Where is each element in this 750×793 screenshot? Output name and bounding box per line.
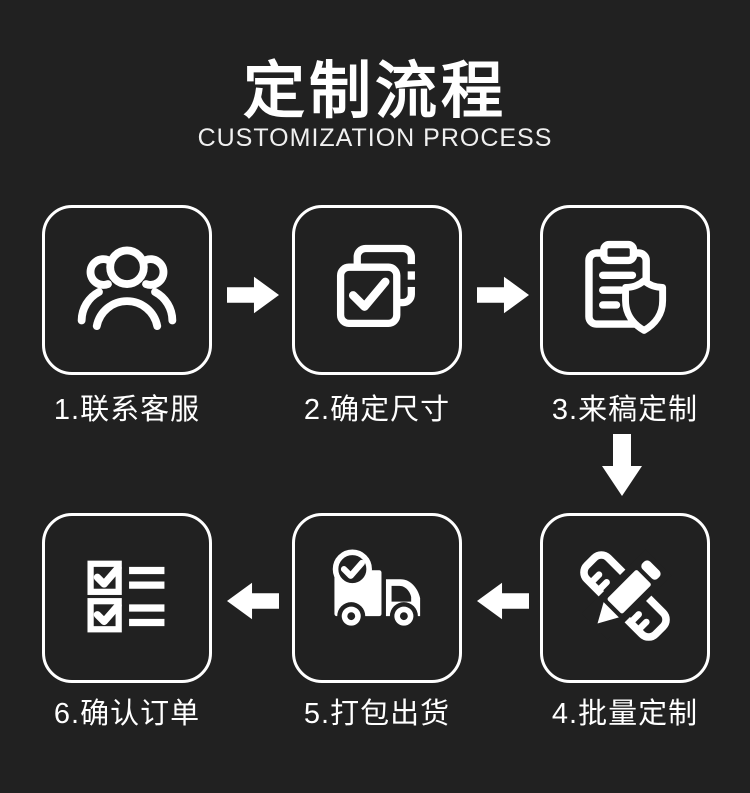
step-tile-5	[292, 513, 462, 683]
step-tile-6	[42, 513, 212, 683]
arrow-left-icon	[227, 578, 279, 624]
step-label-6: 6.确认订单	[53, 698, 201, 730]
arrow-right-icon	[477, 272, 529, 318]
step-label-1: 1.联系客服	[53, 394, 201, 426]
order-checklist-icon	[75, 544, 179, 653]
pencil-ruler-icon	[571, 542, 679, 655]
page-subtitle: CUSTOMIZATION PROCESS	[197, 124, 553, 152]
confirm-size-check-documents-icon	[325, 236, 429, 345]
step-tile-3	[540, 205, 710, 375]
delivery-truck-check-icon	[321, 540, 433, 657]
step-label-4: 4.批量定制	[551, 698, 699, 730]
page-title: 定制流程	[242, 57, 507, 126]
step-label-2: 2.确定尺寸	[303, 394, 451, 426]
step-tile-4	[540, 513, 710, 683]
customer-service-group-icon	[71, 232, 183, 349]
arrow-down-icon	[599, 434, 645, 496]
step-label-5: 5.打包出货	[303, 698, 451, 730]
arrow-right-icon	[227, 272, 279, 318]
step-label-3: 3.来稿定制	[551, 394, 699, 426]
step-tile-2	[292, 205, 462, 375]
clipboard-shield-icon	[572, 235, 678, 346]
arrow-left-icon	[477, 578, 529, 624]
step-tile-1	[42, 205, 212, 375]
